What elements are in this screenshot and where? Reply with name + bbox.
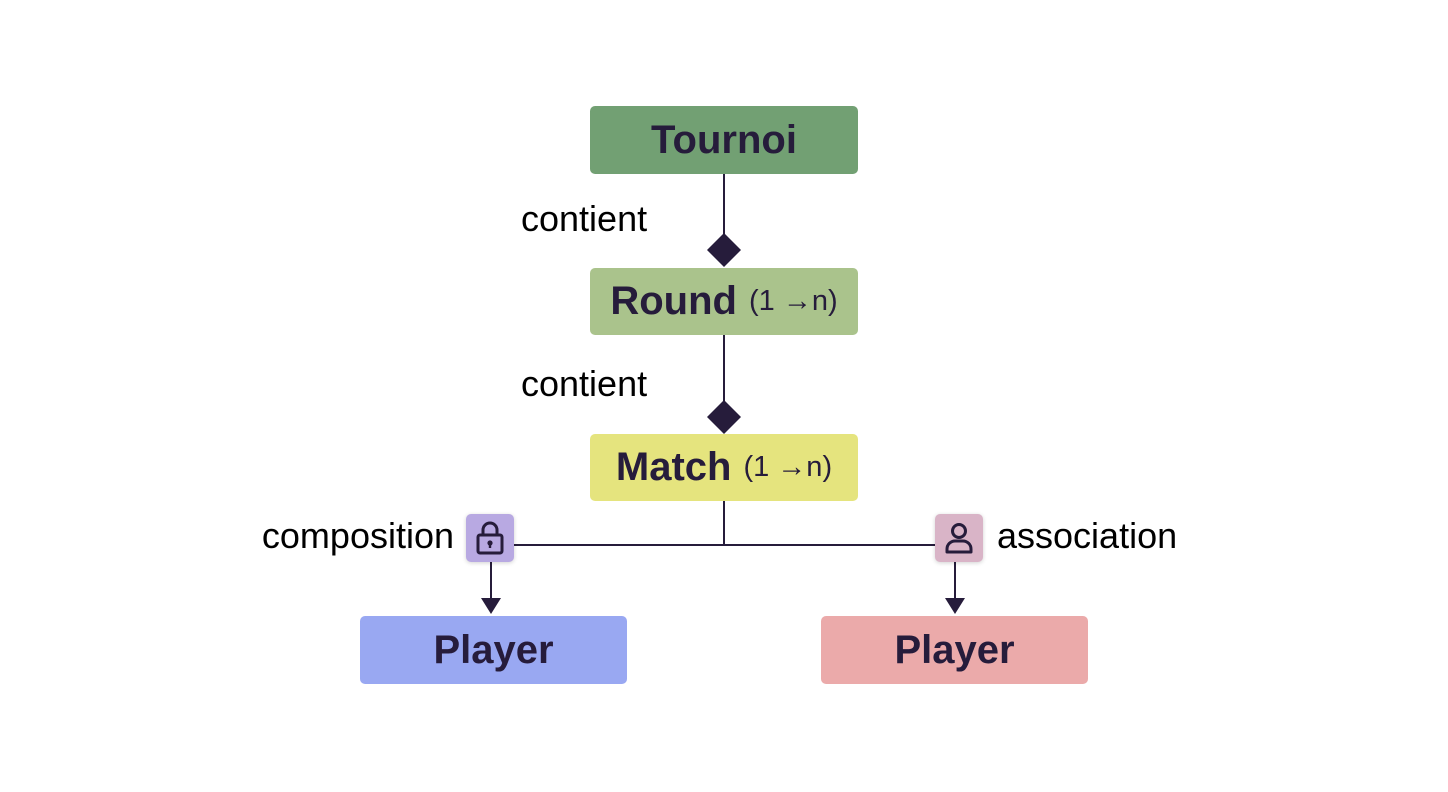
composition-diamond-round: [707, 233, 741, 267]
composition-diamond-match: [707, 400, 741, 434]
node-tournoi-name: Tournoi: [651, 117, 797, 162]
lock-icon: [476, 521, 504, 555]
person-icon: [945, 523, 973, 554]
arrowhead-player-right: [945, 598, 965, 614]
association-badge: [935, 514, 983, 562]
node-player-composition[interactable]: Player: [360, 616, 627, 684]
node-round[interactable]: Round (1 →n): [590, 268, 858, 335]
node-match-multiplicity: (1 →n): [743, 451, 833, 483]
edge-label-tournoi-round: contient: [521, 198, 648, 239]
node-tournoi[interactable]: Tournoi: [590, 106, 858, 174]
node-player-association[interactable]: Player: [821, 616, 1088, 684]
composition-badge: [466, 514, 514, 562]
edge-label-round-match: contient: [521, 363, 648, 404]
node-round-multiplicity: (1 →n): [748, 285, 838, 317]
arrowhead-player-left: [481, 598, 501, 614]
node-round-name: Round: [610, 279, 737, 323]
node-match[interactable]: Match (1 →n): [590, 434, 858, 501]
node-match-name: Match: [615, 445, 732, 489]
node-player-composition-name: Player: [433, 627, 554, 672]
edge-label-composition: composition: [261, 515, 454, 556]
edge-label-association: association: [997, 515, 1178, 556]
node-player-association-name: Player: [894, 627, 1015, 672]
